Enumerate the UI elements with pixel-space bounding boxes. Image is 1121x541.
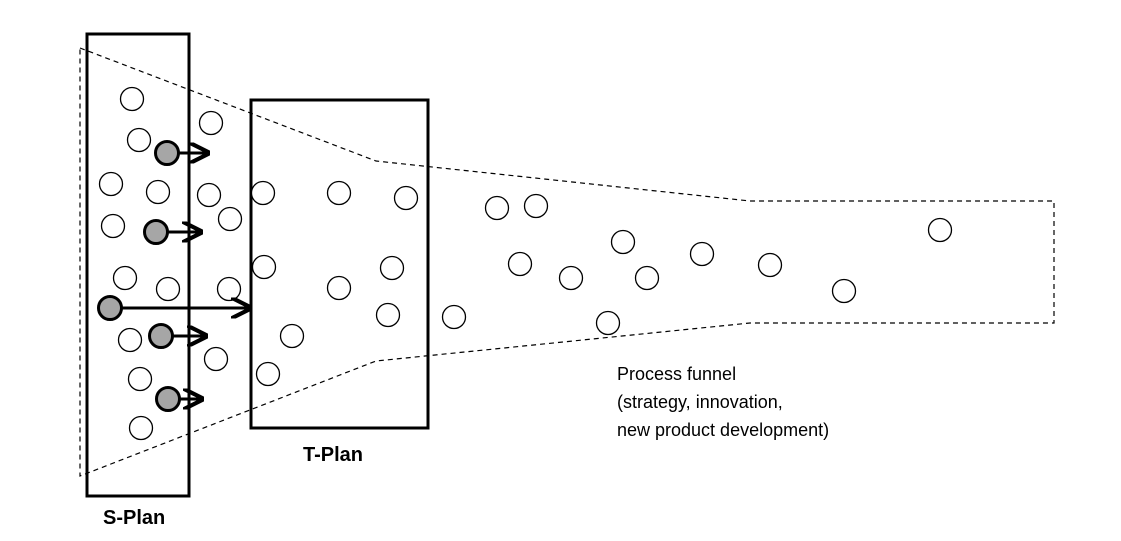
idea-circle [595,310,621,336]
idea-circle [117,327,143,353]
s-plan-box [85,32,191,498]
idea-circle [523,193,549,219]
idea-circle [127,366,153,392]
idea-circle [250,180,276,206]
idea-circle [112,265,138,291]
idea-circle [217,206,243,232]
idea-circle [379,255,405,281]
selected-ideas [97,140,251,412]
idea-circle [196,182,222,208]
idea-circle [507,251,533,277]
idea-circle [484,195,510,221]
selected-idea-circle [154,140,180,166]
idea-circle [126,127,152,153]
selected-idea-circle [148,323,174,349]
idea-circle [393,185,419,211]
idea-circle [128,415,154,441]
selected-idea-circle [155,386,181,412]
idea-circles [98,86,953,441]
idea-circle [98,171,124,197]
idea-circle [558,265,584,291]
t-plan-label: T-Plan [303,444,364,466]
idea-circle [251,254,277,280]
funnel-caption-line: Process funnel [617,364,737,384]
funnel-outline [79,47,1055,477]
idea-circle [198,110,224,136]
selected-idea-circle [143,219,169,245]
idea-circle [155,276,181,302]
idea-circle [255,361,281,387]
idea-circle [441,304,467,330]
idea-circle [119,86,145,112]
idea-circle [326,180,352,206]
idea-circle [634,265,660,291]
idea-circle [689,241,715,267]
idea-circle [757,252,783,278]
idea-circle [216,276,242,302]
idea-circle [279,323,305,349]
funnel-caption-line: (strategy, innovation, [617,392,783,412]
idea-circle [375,302,401,328]
selected-idea-circle [97,295,123,321]
t-plan-box [249,98,430,430]
funnel-caption-line: new product development) [617,420,830,440]
idea-circle [831,278,857,304]
idea-circle [145,179,171,205]
idea-circle [610,229,636,255]
s-plan-label: S-Plan [103,507,166,529]
idea-circle [326,275,352,301]
idea-circle [100,213,126,239]
funnel-caption: Process funnel (strategy, innovation, ne… [617,360,829,444]
idea-circle [927,217,953,243]
idea-circle [203,346,229,372]
